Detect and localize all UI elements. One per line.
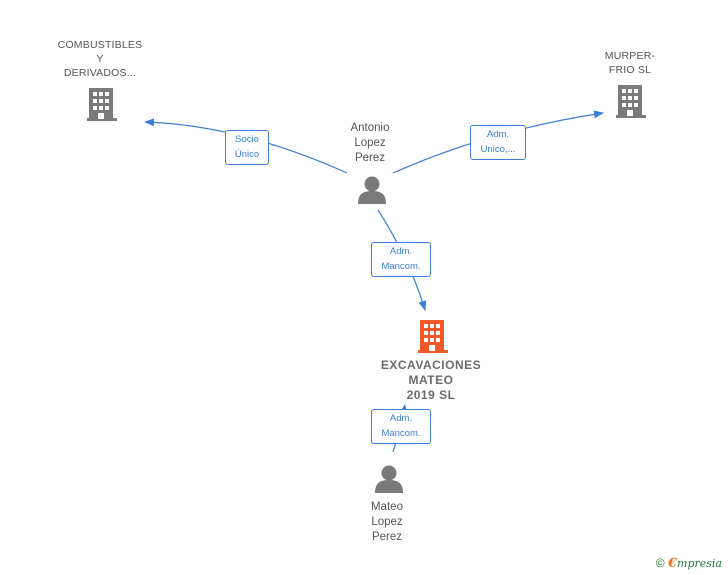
label-line: EXCAVACIONES xyxy=(380,358,482,372)
label-line: 2019 SL xyxy=(406,388,456,402)
label-line: FRIO SL xyxy=(608,64,652,76)
edge-label-adm-mancom-antonio[interactable]: Adm. Mancom. xyxy=(371,242,431,277)
edge-label-line: Socio xyxy=(235,134,259,145)
edge-label-line: Adm. xyxy=(486,129,510,140)
brand-name-rest: mpresia xyxy=(677,557,722,570)
brand-logo-letter: € xyxy=(667,556,678,571)
label-line: Y xyxy=(96,53,104,65)
label-line: Perez xyxy=(354,152,386,164)
copyright-icon: © xyxy=(655,556,665,570)
person-label-antonio[interactable]: Antonio Lopez Perez xyxy=(330,121,410,166)
company-label-combustibles[interactable]: COMBUSTIBLES Y DERIVADOS... xyxy=(40,38,160,80)
label-line: MURPER- xyxy=(604,50,656,62)
edge-label-line: Mancom. xyxy=(381,261,421,272)
person-icon[interactable] xyxy=(375,465,403,494)
empresia-brand[interactable]: © €mpresia xyxy=(656,556,722,571)
edge-label-line: Unico,... xyxy=(480,144,516,155)
person-icon[interactable] xyxy=(358,176,386,205)
building-icon[interactable] xyxy=(616,85,646,118)
person-label-mateo[interactable]: Mateo Lopez Perez xyxy=(347,500,427,545)
label-line: DERIVADOS... xyxy=(63,67,137,79)
label-line: Perez xyxy=(371,531,403,543)
label-line: Antonio xyxy=(350,122,390,134)
edge-label-socio-unico[interactable]: Socio Único xyxy=(225,130,269,165)
edge-label-line: Único xyxy=(234,149,260,160)
company-label-excavaciones[interactable]: EXCAVACIONES MATEO 2019 SL xyxy=(366,358,496,403)
label-line: Lopez xyxy=(354,137,386,149)
company-label-murper[interactable]: MURPER- FRIO SL xyxy=(580,49,680,77)
label-line: MATEO xyxy=(408,373,454,387)
edge-label-line: Mancom. xyxy=(381,428,421,439)
label-line: Mateo xyxy=(371,501,403,513)
focus-building-icon[interactable] xyxy=(418,320,448,353)
edge-label-line: Adm. xyxy=(389,413,413,424)
edge-label-adm-mancom-mateo[interactable]: Adm. Mancom. xyxy=(371,409,431,444)
brand-name: €mpresia xyxy=(667,556,722,571)
label-line: COMBUSTIBLES xyxy=(57,39,143,51)
label-line: Lopez xyxy=(371,516,403,528)
building-icon[interactable] xyxy=(87,88,117,121)
edge-label-line: Adm. xyxy=(389,246,413,257)
edge-label-adm-unico[interactable]: Adm. Unico,... xyxy=(470,125,526,160)
